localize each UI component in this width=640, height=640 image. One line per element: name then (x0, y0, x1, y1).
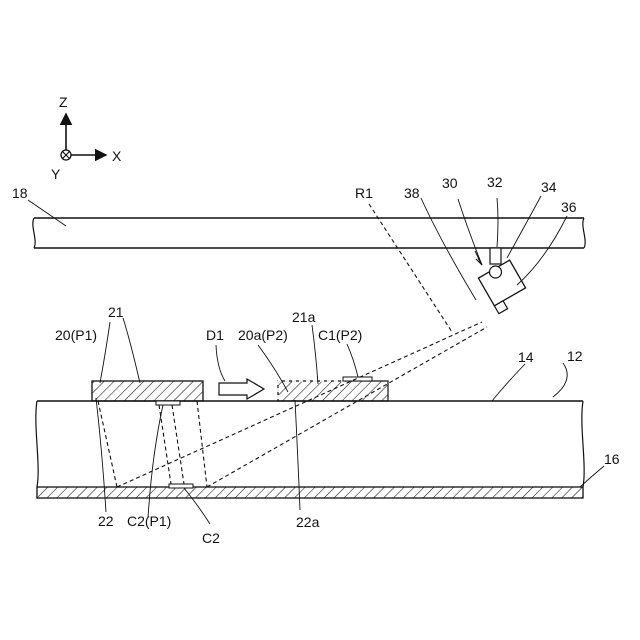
object-20-p1 (92, 381, 203, 401)
label-14: 14 (518, 349, 534, 365)
label-30: 30 (442, 175, 458, 191)
label-21: 21 (108, 304, 124, 320)
pivot-34 (490, 266, 502, 278)
contact-c1-p2 (343, 377, 372, 381)
contact-c2 (169, 484, 193, 488)
label-22: 22 (98, 513, 114, 529)
label-18: 18 (12, 185, 28, 201)
camera-body-36 (478, 260, 525, 306)
label-r1: R1 (355, 185, 373, 201)
axis-z-label: Z (59, 94, 68, 110)
label-21a: 21a (292, 309, 316, 325)
label-20-p1: 20(P1) (55, 327, 97, 343)
label-c2: C2 (202, 530, 220, 546)
image-20a-p2 (278, 381, 388, 401)
top-plate-18 (33, 218, 585, 248)
label-38: 38 (404, 185, 420, 201)
arrow-d1 (219, 379, 264, 399)
camera-30 (478, 248, 530, 314)
label-22a: 22a (296, 514, 320, 530)
label-d1: D1 (206, 327, 224, 343)
contact-c2-p1 (156, 401, 180, 405)
bottom-layer-16 (37, 487, 583, 498)
label-c1-p2: C1(P2) (318, 327, 362, 343)
mount-32 (490, 248, 501, 264)
label-16: 16 (604, 451, 620, 467)
optical-rays (98, 204, 487, 487)
axis-x-label: X (112, 148, 122, 164)
label-36: 36 (561, 199, 577, 215)
label-32: 32 (487, 174, 503, 190)
label-34: 34 (541, 179, 557, 195)
label-c2-p1: C2(P1) (127, 513, 171, 529)
coordinate-axes: Z X Y (51, 94, 122, 182)
axis-y-label: Y (51, 166, 61, 182)
label-20a-p2: 20a(P2) (238, 327, 288, 343)
glass-substrate-12 (36, 401, 584, 487)
label-12: 12 (567, 348, 583, 364)
